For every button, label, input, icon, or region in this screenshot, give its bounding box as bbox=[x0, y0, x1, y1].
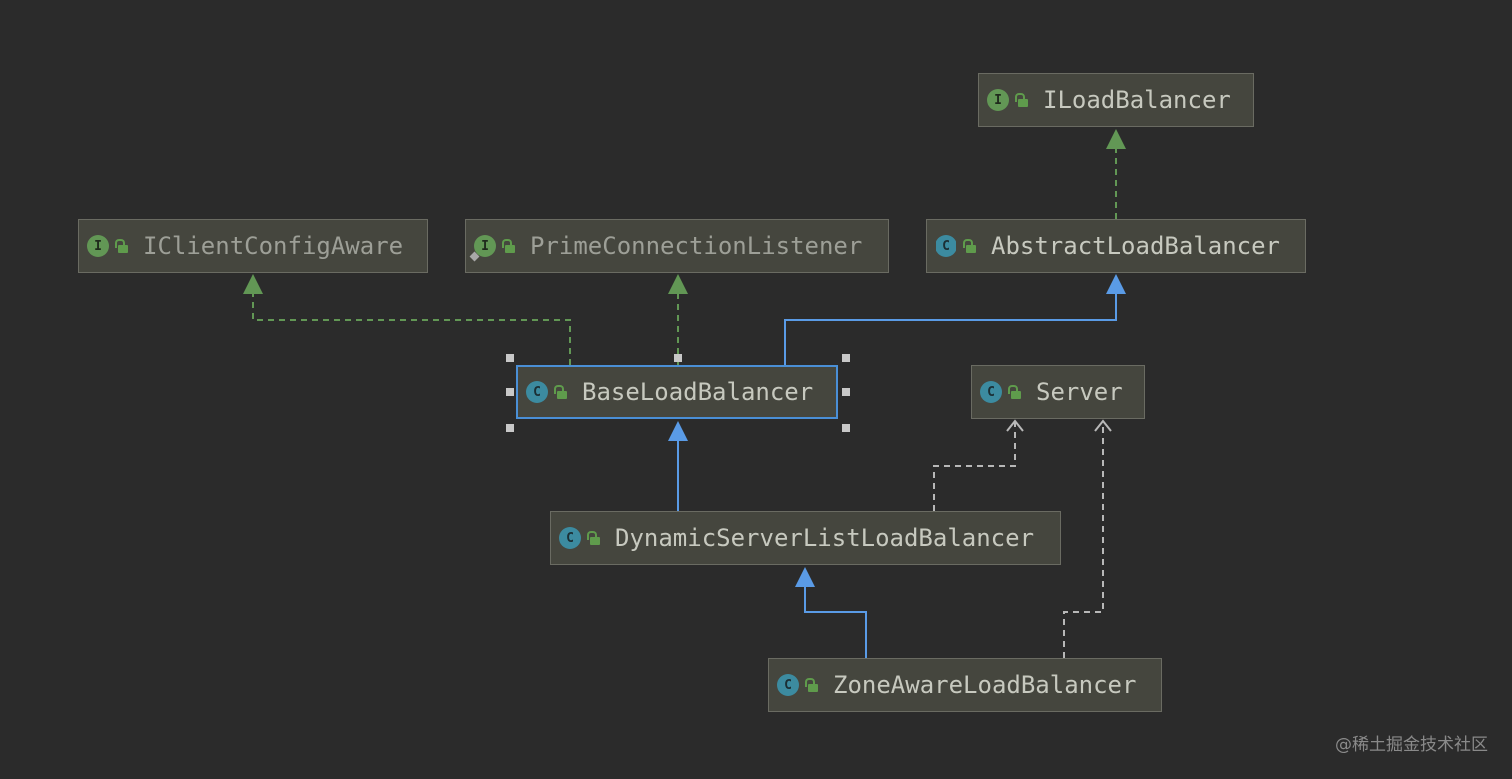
node-label: ZoneAwareLoadBalancer bbox=[833, 671, 1137, 699]
edge-baseloadbalancer-implements-primeconnectionlistener bbox=[668, 274, 688, 365]
class-icon: C bbox=[777, 674, 799, 696]
public-lock-icon bbox=[805, 678, 819, 692]
resize-handle-bottom-right[interactable] bbox=[842, 424, 850, 432]
resize-handle-top-right[interactable] bbox=[842, 354, 850, 362]
public-lock-icon bbox=[963, 239, 977, 253]
edge-dynamicserverlistloadbalancer-extends-baseloadbalancer bbox=[668, 421, 688, 511]
node-label: IClientConfigAware bbox=[143, 232, 404, 260]
resize-handle-bottom-left[interactable] bbox=[506, 424, 514, 432]
node-label: BaseLoadBalancer bbox=[582, 378, 814, 406]
node-baseloadbalancer[interactable]: C BaseLoadBalancer bbox=[516, 365, 838, 419]
public-lock-icon bbox=[554, 385, 568, 399]
node-label: ILoadBalancer bbox=[1043, 86, 1231, 114]
node-label: AbstractLoadBalancer bbox=[991, 232, 1280, 260]
node-server[interactable]: C Server bbox=[971, 365, 1145, 419]
watermark-text: @稀土掘金技术社区 bbox=[1335, 735, 1488, 755]
resize-handle-middle-right[interactable] bbox=[842, 388, 850, 396]
class-icon: C bbox=[980, 381, 1002, 403]
node-abstractloadbalancer[interactable]: C AbstractLoadBalancer bbox=[926, 219, 1306, 273]
public-lock-icon bbox=[587, 531, 601, 545]
edge-baseloadbalancer-extends-abstractloadbalancer bbox=[784, 274, 1126, 365]
resize-handle-top-center[interactable] bbox=[674, 354, 682, 362]
resize-handle-top-left[interactable] bbox=[506, 354, 514, 362]
node-dynamicserverlistloadbalancer[interactable]: C DynamicServerListLoadBalancer bbox=[550, 511, 1061, 565]
interface-icon: I bbox=[87, 235, 109, 257]
node-label: PrimeConnectionListener bbox=[530, 232, 863, 260]
edge-zoneawareloadbalancer-depends-server bbox=[1063, 419, 1112, 658]
class-icon: C bbox=[559, 527, 581, 549]
edge-dynamicserverlistloadbalancer-depends-server bbox=[933, 419, 1024, 511]
edge-abstractloadbalancer-implements-iloadbalancer bbox=[1106, 129, 1126, 219]
class-icon: C bbox=[526, 381, 548, 403]
public-lock-icon bbox=[1008, 385, 1022, 399]
public-lock-icon bbox=[115, 239, 129, 253]
edge-baseloadbalancer-implements-iclientconfigaware bbox=[243, 274, 571, 365]
resize-handle-middle-left[interactable] bbox=[506, 388, 514, 396]
abstract-class-icon: C bbox=[934, 235, 958, 257]
node-iclientconfigaware[interactable]: I IClientConfigAware bbox=[78, 219, 428, 273]
node-iloadbalancer[interactable]: I ILoadBalancer bbox=[978, 73, 1254, 127]
public-lock-icon bbox=[1015, 93, 1029, 107]
interface-icon: I bbox=[469, 235, 496, 262]
public-lock-icon bbox=[502, 239, 516, 253]
node-primeconnectionlistener[interactable]: I PrimeConnectionListener bbox=[465, 219, 889, 273]
interface-icon: I bbox=[987, 89, 1009, 111]
edge-zoneawareloadbalancer-extends-dynamicserverlistloadbalancer bbox=[795, 567, 867, 658]
node-label: Server bbox=[1036, 378, 1123, 406]
node-label: DynamicServerListLoadBalancer bbox=[615, 524, 1035, 552]
node-zoneawareloadbalancer[interactable]: C ZoneAwareLoadBalancer bbox=[768, 658, 1162, 712]
